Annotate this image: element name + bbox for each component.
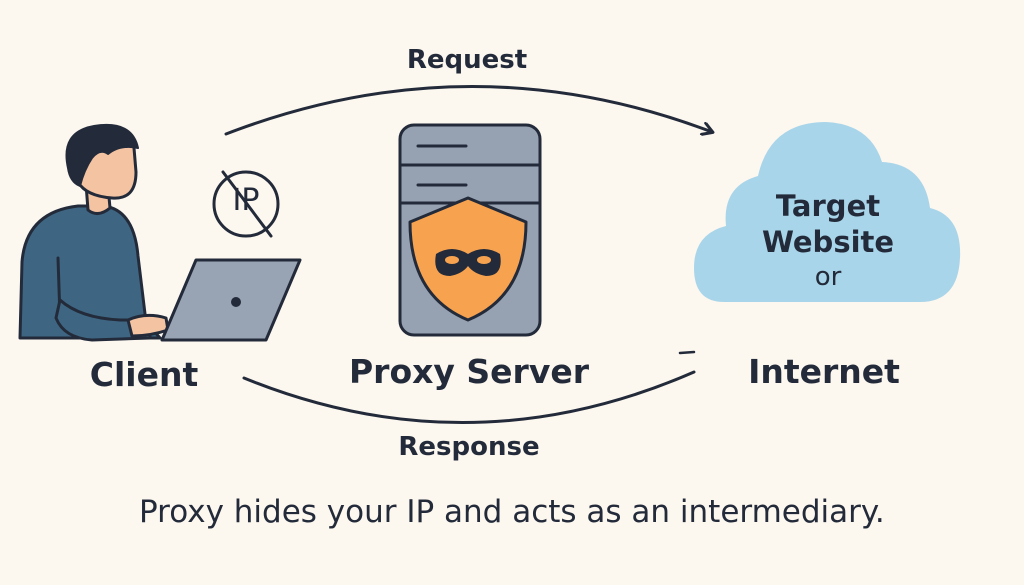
mask-icon (435, 249, 501, 276)
no-ip-text: IP (232, 183, 260, 218)
client-label: Client (89, 355, 199, 394)
diagram-caption: Proxy hides your IP and acts as an inter… (139, 494, 885, 530)
person-icon (18, 124, 170, 342)
request-arrow (224, 85, 712, 134)
internet-label: Internet (748, 352, 900, 391)
laptop-icon (160, 258, 302, 342)
response-label: Response (398, 432, 540, 462)
cloud-label-target: Target (775, 189, 881, 223)
proxy-server-label: Proxy Server (348, 352, 590, 391)
response-arrow-tick (678, 350, 696, 355)
no-ip-icon (212, 170, 280, 238)
cloud-icon (694, 122, 961, 302)
cloud-label-or: or (814, 262, 842, 292)
request-label: Request (406, 45, 528, 75)
response-arrow (242, 370, 696, 424)
cloud-label-website: Website (761, 225, 895, 259)
